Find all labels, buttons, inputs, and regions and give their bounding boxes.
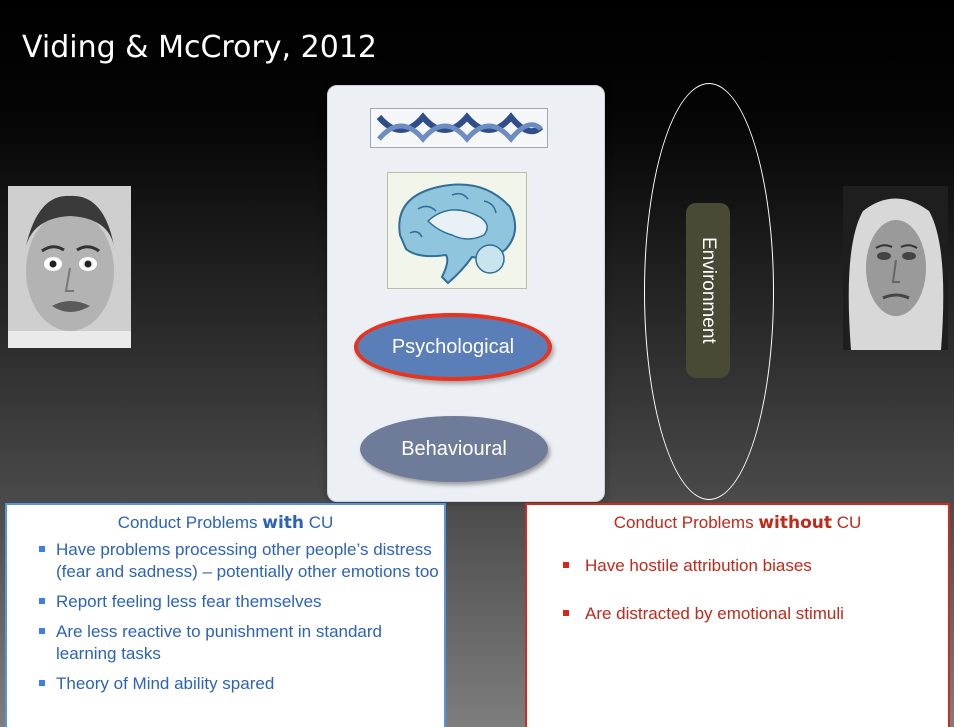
without-cu-title: Conduct Problems without CU bbox=[613, 513, 862, 533]
slide-title: Viding & McCrory, 2012 bbox=[22, 30, 377, 65]
without-cu-list: Have hostile attribution biases Are dist… bbox=[527, 555, 948, 625]
brain-icon bbox=[387, 172, 527, 289]
sad-face-photo bbox=[843, 186, 948, 350]
bullet-icon bbox=[39, 598, 45, 604]
bullet-icon bbox=[39, 546, 45, 552]
with-cu-list: Have problems processing other people’s … bbox=[7, 539, 444, 695]
list-item: Have problems processing other people’s … bbox=[39, 539, 444, 583]
environment-label: Environment bbox=[698, 237, 719, 344]
with-cu-title: Conduct Problems with CU bbox=[117, 513, 334, 533]
bullet-icon bbox=[563, 610, 569, 616]
environment-pill bbox=[686, 203, 730, 378]
fearful-face-photo bbox=[8, 186, 131, 348]
environment-ellipse bbox=[644, 83, 774, 500]
bullet-icon bbox=[39, 628, 45, 634]
psychological-node: Psychological bbox=[354, 313, 552, 381]
dna-helix-icon bbox=[370, 108, 548, 148]
list-item: Theory of Mind ability spared bbox=[39, 673, 444, 695]
with-cu-box: Conduct Problems with CU Have problems p… bbox=[5, 503, 446, 727]
bullet-icon bbox=[563, 562, 569, 568]
list-item: Are less reactive to punishment in stand… bbox=[39, 621, 444, 665]
without-cu-box: Conduct Problems without CU Have hostile… bbox=[525, 503, 950, 727]
list-item: Are distracted by emotional stimuli bbox=[563, 603, 948, 625]
list-item: Have hostile attribution biases bbox=[563, 555, 948, 577]
bullet-icon bbox=[39, 680, 45, 686]
behavioural-node: Behavioural bbox=[360, 416, 548, 482]
list-item: Report feeling less fear themselves bbox=[39, 591, 444, 613]
